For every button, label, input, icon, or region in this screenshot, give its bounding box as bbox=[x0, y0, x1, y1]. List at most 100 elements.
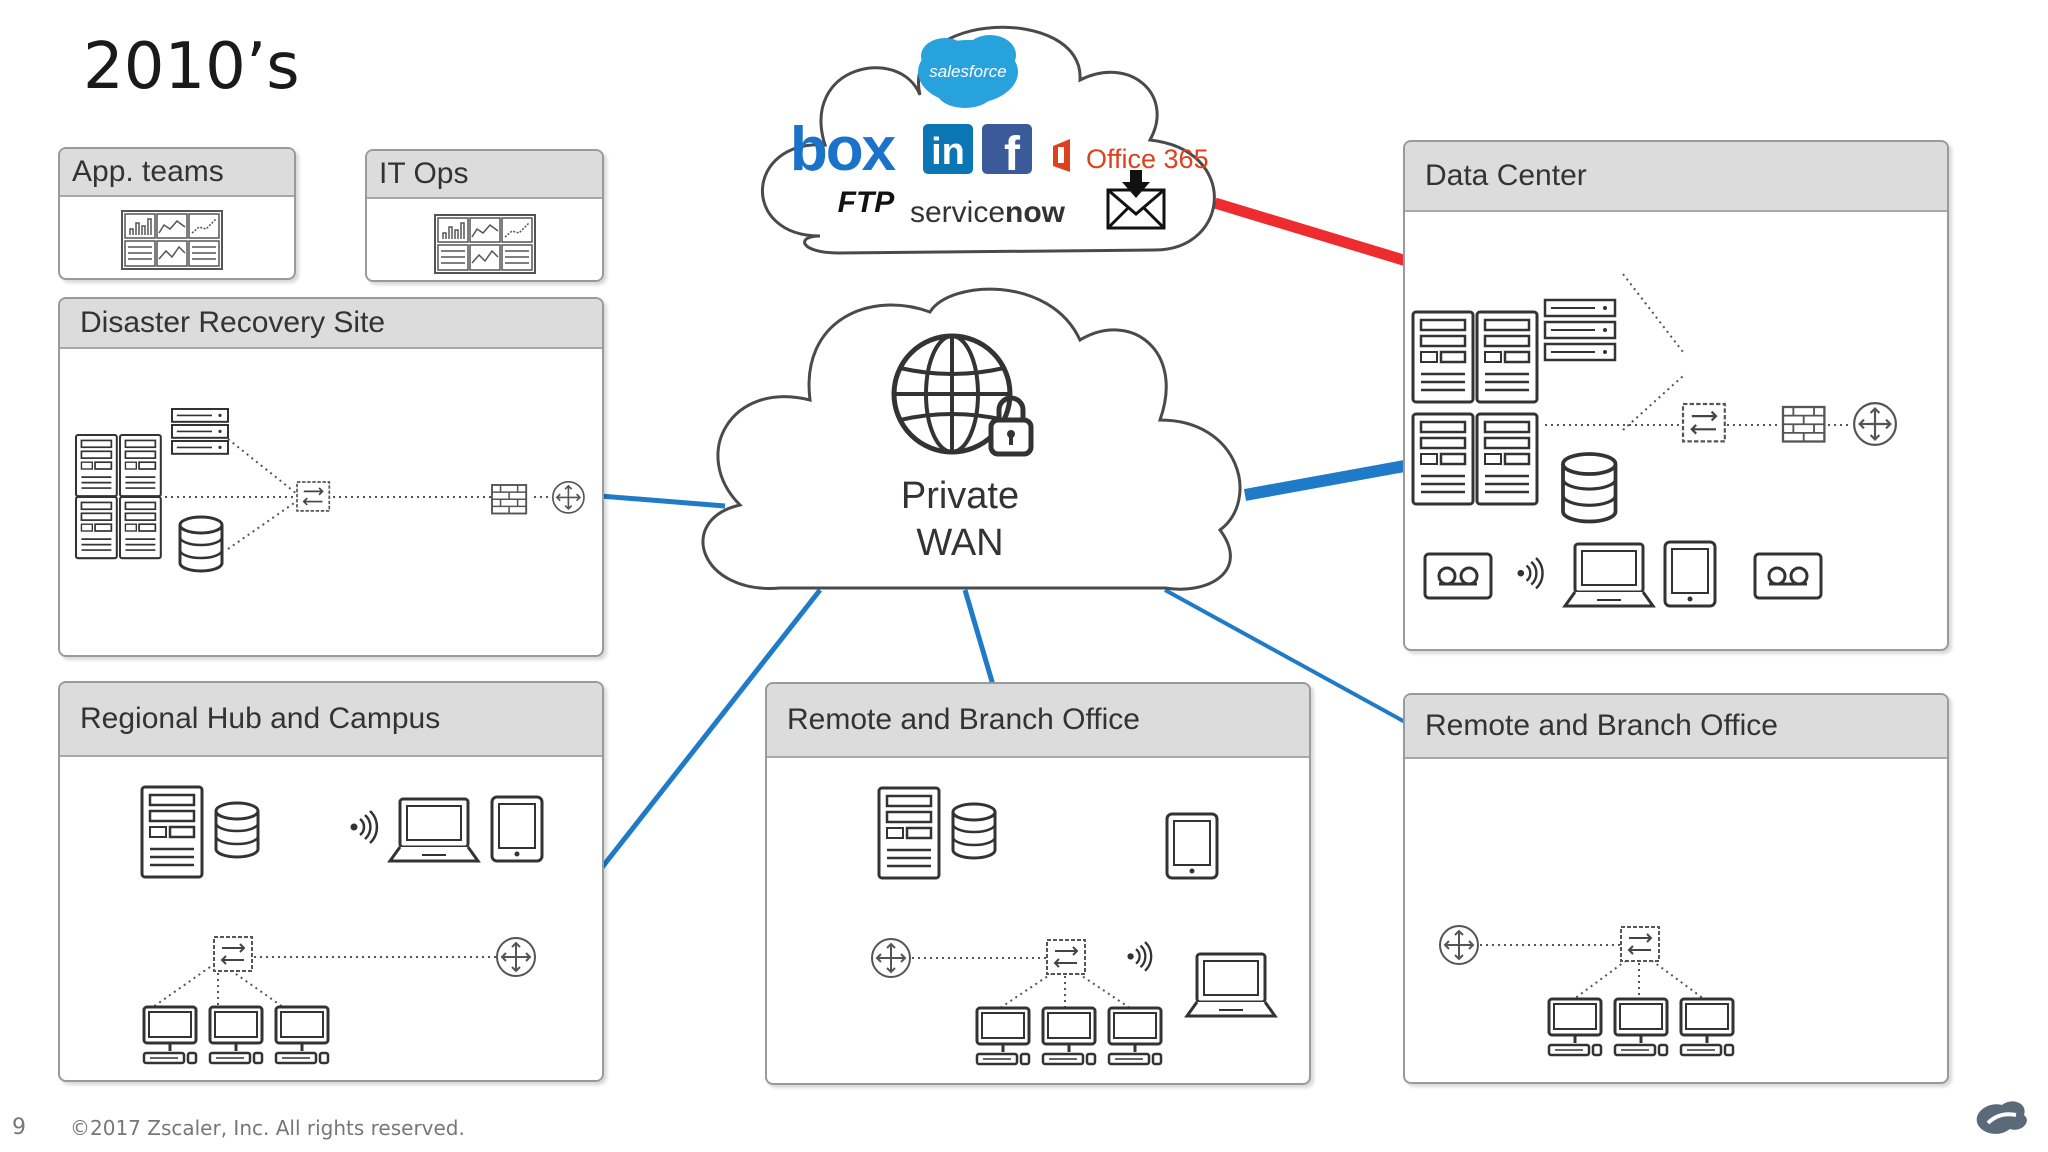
voicemail-icon bbox=[1423, 552, 1493, 600]
rack-server-icon bbox=[1543, 320, 1617, 340]
desktop-icon bbox=[142, 1005, 198, 1065]
desktop-icon bbox=[208, 1005, 264, 1065]
desktop-icon bbox=[1547, 997, 1603, 1057]
data-center-devices bbox=[1411, 273, 1898, 608]
server-tower-icon bbox=[877, 786, 941, 880]
desktop-icon bbox=[1679, 997, 1735, 1057]
router-icon bbox=[1852, 402, 1898, 446]
switch-icon bbox=[1620, 926, 1660, 962]
rack-server-icon bbox=[170, 407, 230, 423]
desktop-icon bbox=[1613, 997, 1669, 1057]
branch1-connectors bbox=[912, 957, 1131, 1009]
dc-connectors bbox=[1545, 273, 1850, 431]
desktop-icon bbox=[1041, 1006, 1097, 1066]
hub-connectors bbox=[152, 956, 498, 1008]
copyright: ©2017 Zscaler, Inc. All rights reserved. bbox=[70, 1116, 465, 1140]
wireless-icon bbox=[1516, 556, 1544, 590]
server-tower-icon bbox=[74, 433, 118, 498]
branch-office-2-panel: Remote and Branch Office bbox=[1403, 693, 1949, 1084]
desktop-icon bbox=[975, 1006, 1031, 1066]
app-teams-title: App. teams bbox=[60, 149, 294, 197]
box-logo: box bbox=[790, 115, 897, 184]
tablet-icon bbox=[1663, 540, 1717, 608]
wireless-icon bbox=[349, 809, 379, 845]
rack-server-icon bbox=[170, 423, 230, 439]
facebook-label: f bbox=[1004, 128, 1021, 181]
page-number: 9 bbox=[12, 1115, 26, 1140]
dashboard-icon bbox=[121, 210, 223, 270]
router-icon bbox=[871, 938, 911, 978]
regional-hub-devices bbox=[140, 785, 544, 1065]
branch-office-1-devices bbox=[871, 786, 1277, 1066]
office365-logo: Office 365 bbox=[1053, 139, 1209, 174]
facebook-logo: f bbox=[982, 124, 1032, 181]
office365-label: Office 365 bbox=[1086, 144, 1209, 174]
server-tower-icon bbox=[118, 433, 162, 498]
rack-server-icon bbox=[1543, 342, 1617, 362]
voicemail-icon bbox=[1753, 552, 1823, 600]
laptop-icon bbox=[1563, 542, 1655, 608]
link-dc-internet bbox=[1213, 197, 1412, 268]
dashboard-icon bbox=[434, 214, 536, 274]
servicenow-label-a: service bbox=[910, 196, 1005, 229]
zscaler-logo-icon bbox=[1976, 1101, 2027, 1134]
rack-server-icon bbox=[1543, 298, 1617, 318]
wireless-icon bbox=[1126, 940, 1153, 972]
tablet-icon bbox=[490, 795, 544, 863]
server-tower-icon bbox=[1411, 310, 1475, 404]
switch-icon bbox=[1681, 402, 1726, 443]
database-icon bbox=[214, 801, 260, 859]
it-ops-title: IT Ops bbox=[367, 151, 602, 199]
link-hub-wan bbox=[598, 588, 822, 872]
branch-office-1-title: Remote and Branch Office bbox=[767, 684, 1309, 758]
data-center-title: Data Center bbox=[1405, 142, 1947, 212]
switch-icon bbox=[296, 481, 331, 512]
router-icon bbox=[496, 937, 536, 977]
link-branch2-wan bbox=[1164, 588, 1406, 724]
firewall-icon bbox=[1781, 405, 1826, 443]
server-tower-icon bbox=[140, 785, 204, 879]
wan-links bbox=[598, 197, 1412, 872]
branch-office-1-panel: Remote and Branch Office bbox=[765, 682, 1311, 1085]
switch-icon bbox=[1046, 939, 1086, 975]
router-icon bbox=[1439, 925, 1479, 965]
server-tower-icon bbox=[1475, 310, 1539, 404]
regional-hub-panel: Regional Hub and Campus bbox=[58, 681, 604, 1082]
tablet-icon bbox=[1165, 812, 1219, 880]
router-icon bbox=[552, 481, 585, 514]
rack-server-icon bbox=[170, 439, 230, 455]
laptop-icon bbox=[388, 797, 480, 863]
database-icon bbox=[951, 802, 997, 860]
data-center-panel: Data Center bbox=[1403, 140, 1949, 651]
desktop-icon bbox=[274, 1005, 330, 1065]
it-ops-panel: IT Ops bbox=[365, 149, 604, 282]
saas-cloud: salesforce box in f Office 365 FTP servi… bbox=[760, 25, 1216, 255]
server-tower-icon bbox=[118, 495, 162, 560]
firewall-icon bbox=[491, 484, 528, 515]
link-branch1-wan bbox=[962, 589, 996, 686]
globe-lock-icon bbox=[891, 333, 1034, 457]
switch-icon bbox=[213, 936, 253, 972]
wan-label-line1: Private bbox=[901, 475, 1019, 517]
linkedin-logo: in bbox=[923, 124, 973, 174]
dr-connectors bbox=[165, 438, 552, 550]
link-dr-wan bbox=[599, 493, 726, 509]
mail-download-icon bbox=[1106, 170, 1166, 230]
branch2-connectors bbox=[1480, 944, 1705, 1000]
salesforce-label: salesforce bbox=[929, 62, 1006, 81]
branch-office-2-devices bbox=[1439, 925, 1735, 1057]
server-tower-icon bbox=[1411, 412, 1475, 506]
desktop-icon bbox=[1107, 1006, 1163, 1066]
slide-title: 2010’s bbox=[83, 30, 300, 104]
server-tower-icon bbox=[74, 495, 118, 560]
wan-label-line2: WAN bbox=[916, 522, 1003, 564]
laptop-icon bbox=[1185, 952, 1277, 1018]
salesforce-logo: salesforce bbox=[918, 35, 1018, 108]
linkedin-label: in bbox=[931, 131, 965, 173]
server-tower-icon bbox=[1475, 412, 1539, 506]
branch-office-2-title: Remote and Branch Office bbox=[1405, 695, 1947, 759]
servicenow-label-b: now bbox=[1005, 196, 1066, 229]
database-icon bbox=[1561, 452, 1618, 524]
regional-hub-title: Regional Hub and Campus bbox=[60, 683, 602, 757]
